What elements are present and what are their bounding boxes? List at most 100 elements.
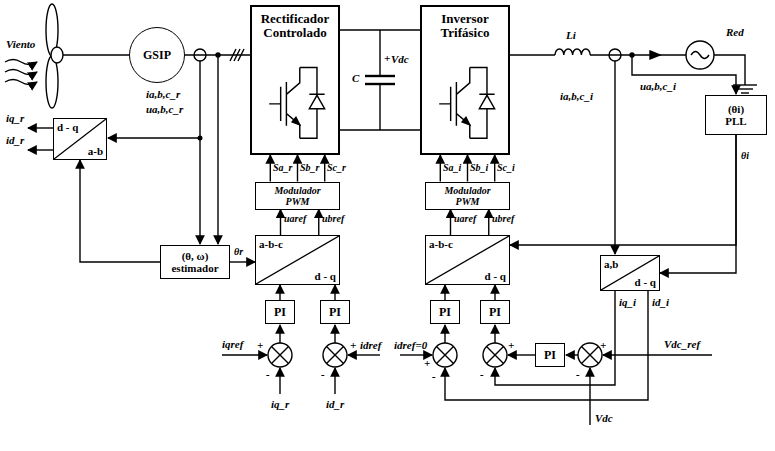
- signal-label: C: [352, 72, 359, 84]
- node-text: PI: [274, 306, 286, 318]
- signal-label: Sa_r: [273, 162, 292, 173]
- sign-label: +: [424, 357, 430, 369]
- wire: [108, 137, 200, 138]
- node-text: a-b: [88, 145, 103, 157]
- turbine-blade: [46, 56, 58, 108]
- signal-label: ubref: [492, 213, 514, 224]
- grid-source: [691, 52, 709, 59]
- sign-label: -: [432, 370, 436, 382]
- connector: [334, 285, 335, 300]
- signal-label: θi: [741, 150, 749, 161]
- node-text: Rectificador Controlado: [252, 7, 338, 40]
- sign-label: -: [480, 368, 484, 380]
- signal-label: ubref: [322, 213, 344, 224]
- signal-label: iq_r: [271, 398, 289, 410]
- node-text: (θi) PLL: [720, 103, 752, 127]
- signal-label: ua,b,c_i: [640, 80, 676, 92]
- connector: [510, 135, 736, 245]
- wind-arrow: [5, 60, 37, 65]
- ac-line: [510, 54, 555, 55]
- connector: [270, 155, 271, 182]
- wire: [334, 325, 335, 343]
- wire: [566, 354, 578, 355]
- capacitor-plate: [365, 75, 395, 77]
- signal-label: uaref: [454, 213, 476, 224]
- connector: [297, 155, 298, 182]
- wire: [199, 61, 200, 244]
- sign-label: +: [508, 339, 514, 351]
- node-text: GSIP: [143, 48, 171, 63]
- node-text: d - q: [485, 270, 506, 282]
- wind-arrow: [5, 80, 37, 85]
- igbt-symbol: [252, 54, 338, 149]
- connector: [440, 155, 441, 182]
- signal-label: ua,b,c_r: [146, 103, 183, 115]
- node-text: PI: [544, 349, 556, 361]
- signal-label: idref=0: [394, 339, 427, 351]
- sign-label: -: [576, 368, 580, 380]
- node-text: Modulador PWM: [267, 185, 329, 207]
- wire: [217, 57, 218, 244]
- node-text: d - q: [635, 276, 656, 288]
- pll-box: (θi) PLL: [705, 95, 767, 135]
- node-text: d - q: [315, 270, 336, 282]
- wire: [589, 368, 590, 425]
- connector: [324, 155, 325, 182]
- pi-box: PI: [480, 300, 510, 324]
- signal-label: Vdc: [391, 53, 409, 65]
- node-text: PI: [489, 306, 501, 318]
- node-text: PI: [329, 306, 341, 318]
- ground-symbol: [741, 92, 749, 93]
- signal-label: iq_i: [619, 296, 636, 308]
- generator-circle: GSIP: [129, 27, 185, 83]
- connector: [318, 210, 319, 236]
- wire: [348, 354, 380, 355]
- junction-dot: [198, 136, 202, 140]
- wire: [494, 325, 495, 343]
- node-text: a,b: [604, 258, 618, 270]
- connector: [494, 155, 495, 182]
- wire: [445, 291, 648, 400]
- pi-box: PI: [265, 300, 295, 324]
- wire: [444, 325, 445, 343]
- node-text: PI: [439, 306, 451, 318]
- igbt-symbol: [422, 54, 508, 149]
- pi-box: PI: [535, 343, 565, 367]
- signal-label: Sc_i: [497, 162, 515, 173]
- signal-label: Sa_i: [443, 162, 461, 173]
- signal-label: id_r: [326, 398, 344, 410]
- wire: [632, 57, 736, 94]
- connector: [279, 285, 280, 300]
- sign-label: +: [600, 339, 606, 351]
- rectifier-box: Rectificador Controlado: [250, 5, 340, 155]
- turbine-hub: [51, 47, 63, 63]
- inductor: [555, 49, 590, 55]
- voltage-tap: [630, 53, 634, 57]
- connector: [467, 155, 468, 182]
- ground-symbol: [737, 88, 753, 89]
- ac-line: [590, 54, 686, 55]
- pi-box: PI: [320, 300, 350, 324]
- connector: [230, 261, 255, 262]
- node-text: a-b-c: [259, 238, 283, 250]
- sign-label: -: [321, 368, 325, 380]
- estimator-box: (θ, ω) estimador: [160, 245, 230, 279]
- signal-label: Li: [566, 29, 576, 41]
- node-text: Modulador PWM: [437, 185, 499, 207]
- grid-source: [686, 41, 714, 69]
- inverter-box: Inversor Trifásico: [420, 5, 510, 155]
- connector: [444, 285, 445, 300]
- wire: [28, 149, 53, 150]
- wire: [279, 325, 280, 343]
- current-sensor: [609, 49, 621, 61]
- pwm-box: Modulador PWM: [255, 182, 340, 210]
- connector: [494, 285, 495, 300]
- signal-label: iqref: [222, 338, 243, 350]
- node-text: Inversor Trifásico: [422, 7, 508, 40]
- wire: [28, 127, 53, 128]
- signal-label: θr: [234, 246, 243, 257]
- pi-box: PI: [430, 300, 460, 324]
- signal-label: Viento: [6, 38, 35, 50]
